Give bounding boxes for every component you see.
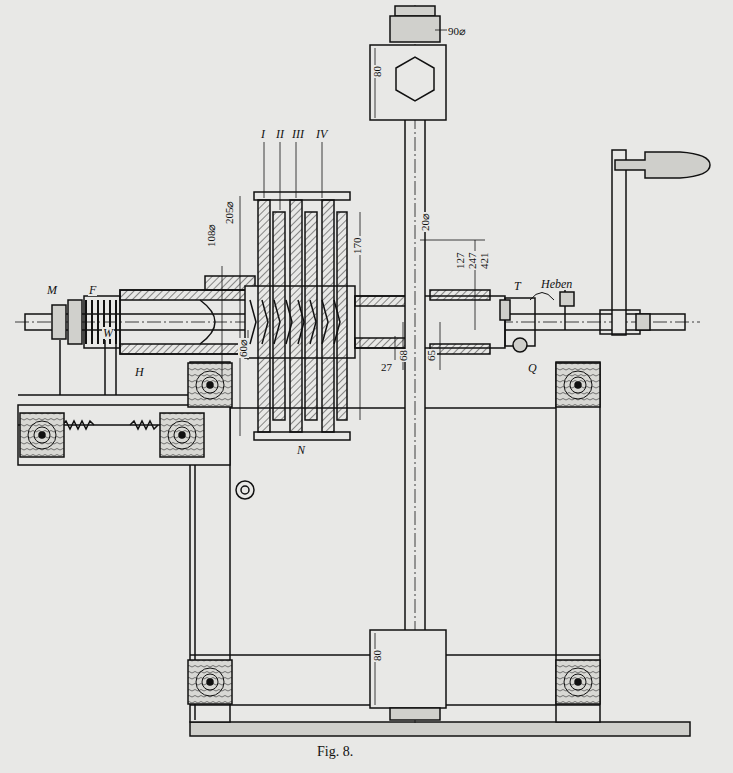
- dimension-label: 170: [352, 237, 363, 256]
- dimension-label: 68: [398, 349, 409, 362]
- dimension-label: III: [291, 128, 305, 140]
- dimension-label: 90⌀: [447, 26, 467, 37]
- dimension-label: 60⌀: [238, 338, 249, 358]
- dimension-label: M: [46, 284, 58, 296]
- dimension-label: IV: [315, 128, 328, 140]
- dimension-label: W: [102, 327, 114, 339]
- dimension-label: Heben: [540, 278, 573, 290]
- dimension-label: II: [275, 128, 285, 140]
- dimension-label: T: [513, 280, 522, 292]
- dimension-label: 127: [455, 252, 466, 271]
- dimension-label: 421: [479, 252, 490, 271]
- dimension-label: 20⌀: [420, 212, 431, 232]
- dimension-label: 80: [372, 649, 383, 662]
- dimension-label: 65: [426, 349, 437, 362]
- dimension-label: I: [260, 128, 266, 140]
- dimension-label: 80: [372, 65, 383, 78]
- dimension-label: 205⌀: [224, 200, 235, 226]
- dimension-label: 27: [380, 362, 393, 373]
- dimension-label: Q: [527, 362, 538, 374]
- dimension-label: 108⌀: [206, 223, 217, 249]
- dimension-label: 247: [467, 252, 478, 271]
- dimension-label: H: [134, 366, 145, 378]
- dimension-label: F: [88, 284, 97, 296]
- figure-caption: Fig. 8.: [316, 745, 354, 759]
- dimension-label: N: [296, 444, 306, 456]
